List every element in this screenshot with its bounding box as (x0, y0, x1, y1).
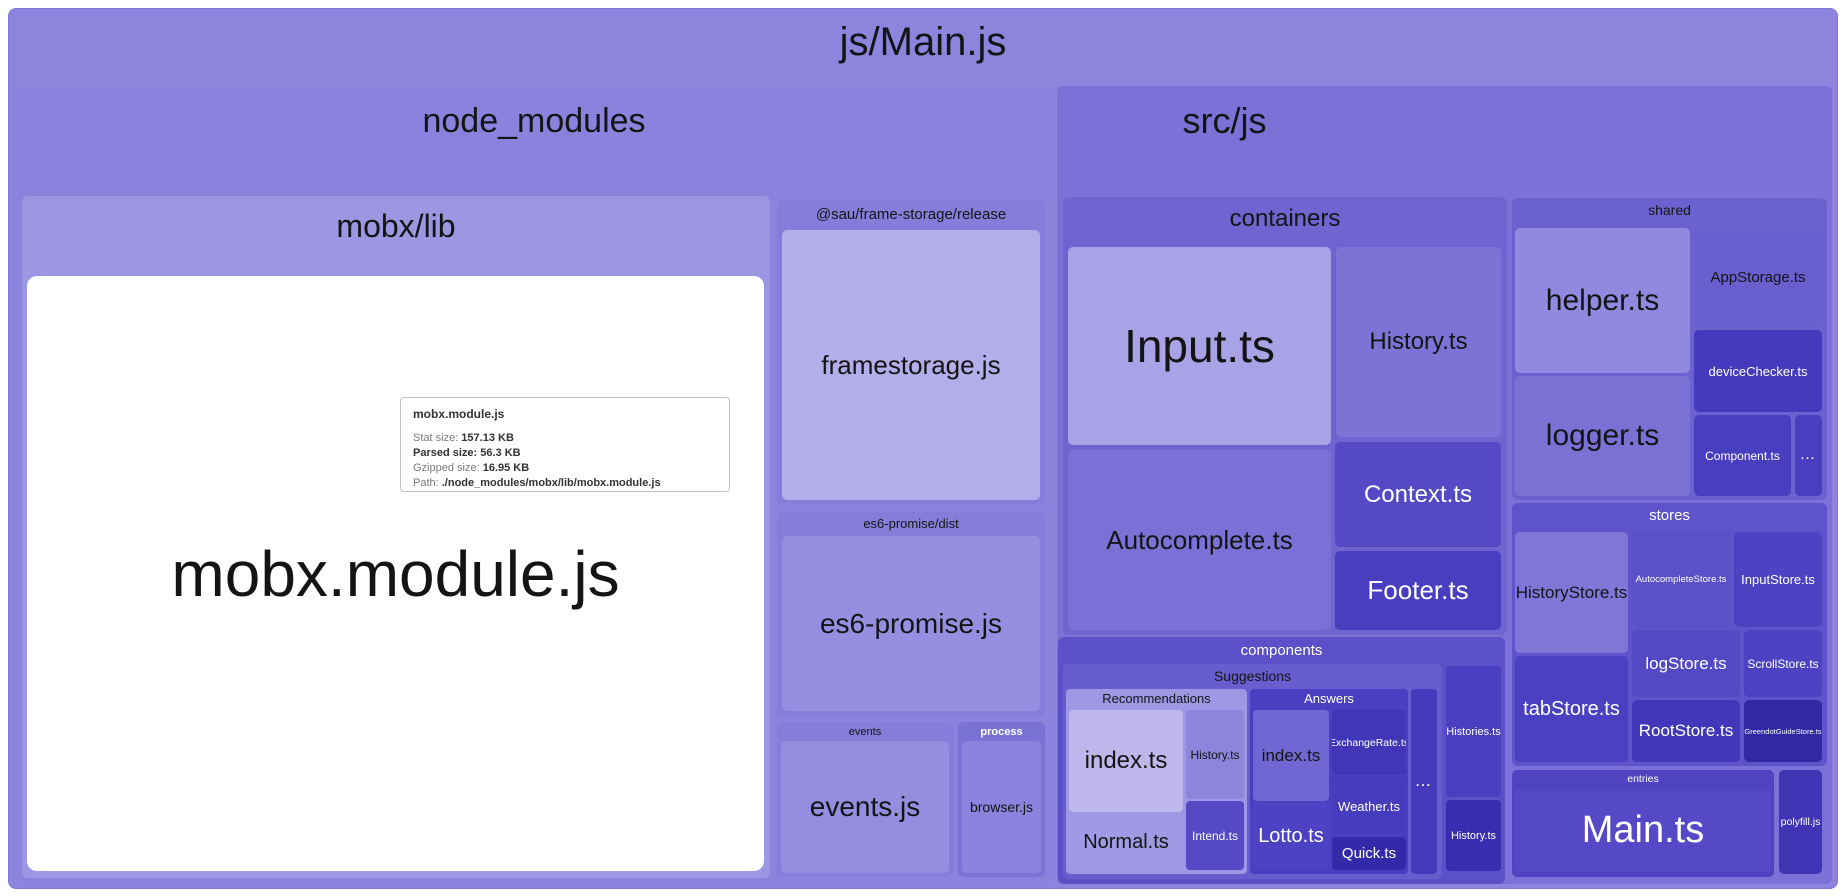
tile-polyfill-js-label: polyfill.js (1780, 816, 1821, 828)
tile-greendotguidestore-ts[interactable]: GreendotGuideStore.ts (1744, 700, 1822, 762)
tile-histories-ts[interactable]: Histories.ts (1446, 666, 1501, 797)
tile-polyfill-js[interactable]: polyfill.js (1779, 770, 1822, 874)
tile-rec-normal-ts-label: Normal.ts (1083, 831, 1169, 853)
tile-appstorage-ts[interactable]: AppStorage.ts (1694, 228, 1822, 327)
tile-rootstore-ts[interactable]: RootStore.ts (1632, 700, 1740, 762)
group-events-label: events (848, 726, 882, 738)
tile-framestorage-js[interactable]: framestorage.js (782, 230, 1040, 500)
tile-devicechecker-ts[interactable]: deviceChecker.ts (1694, 330, 1822, 412)
tile-framestorage-js-label: framestorage.js (821, 349, 1001, 380)
tile-autocomplete-ts-label: Autocomplete.ts (1106, 524, 1293, 555)
tile-logstore-ts[interactable]: logStore.ts (1632, 630, 1740, 697)
tile-history-ts-containers[interactable]: History.ts (1336, 247, 1501, 437)
tile-es6-promise-js-label: es6-promise.js (819, 607, 1003, 639)
tile-lotto-ts-label: Lotto.ts (1258, 825, 1324, 847)
tile-historystore-ts-label: HistoryStore.ts (1515, 582, 1628, 602)
tile-histories-ts-label: Histories.ts (1446, 725, 1501, 738)
tile-scrollstore-ts-label: ScrollStore.ts (1747, 656, 1819, 671)
tooltip-path-row: Path: ./node_modules/mobx/lib/mobx.modul… (413, 476, 661, 489)
tile-mobx-module-js[interactable]: mobx.module.js (27, 276, 764, 871)
tile-history-ts-components-label: History.ts (1450, 829, 1497, 842)
group-containers-label: containers (1229, 205, 1341, 232)
group-root-label: js/Main.js (839, 20, 1007, 64)
tile-logstore-ts-label: logStore.ts (1645, 653, 1727, 673)
tile-rec-intend-ts[interactable]: Intend.ts (1186, 801, 1244, 870)
group-es6-label: es6-promise/dist (863, 517, 959, 531)
tile-es6-promise-js[interactable]: es6-promise.js (782, 536, 1040, 711)
tile-context-ts[interactable]: Context.ts (1335, 442, 1501, 547)
tooltip-title: mobx.module.js (413, 407, 505, 421)
tile-helper-ts[interactable]: helper.ts (1515, 228, 1690, 373)
tile-tabstore-ts-label: tabStore.ts (1523, 697, 1620, 720)
tile-suggestions-more[interactable]: ... (1411, 689, 1437, 874)
tile-history-ts-components[interactable]: History.ts (1446, 800, 1501, 871)
tile-rec-index-ts[interactable]: index.ts (1069, 710, 1183, 812)
tile-footer-ts[interactable]: Footer.ts (1335, 551, 1501, 630)
tile-ans-index-ts-label: index.ts (1261, 745, 1321, 765)
tile-exchangerate-ts[interactable]: ExchangeRate.ts (1332, 710, 1406, 775)
tile-inputstore-ts[interactable]: InputStore.ts (1734, 532, 1822, 627)
tile-input-ts-label: Input.ts (1124, 320, 1275, 372)
tile-browser-js[interactable]: browser.js (962, 741, 1041, 873)
tile-browser-js-label: browser.js (969, 799, 1034, 815)
tile-ans-index-ts[interactable]: index.ts (1253, 710, 1329, 801)
tile-component-ts-label: Component.ts (1705, 448, 1780, 463)
group-node-modules-label: node_modules (422, 102, 646, 140)
group-entries-label: entries (1627, 773, 1659, 785)
tile-rootstore-ts-label: RootStore.ts (1638, 721, 1734, 740)
tile-events-js-label: events.js (809, 791, 921, 822)
tile-autocompletestore-ts[interactable]: AutocompleteStore.ts (1632, 532, 1730, 627)
tile-rec-index-ts-label: index.ts (1084, 747, 1168, 774)
group-shared-label: shared (1648, 202, 1691, 218)
group-answers-label: Answers (1304, 692, 1354, 706)
tile-component-ts[interactable]: Component.ts (1694, 415, 1791, 496)
group-stores-label: stores (1649, 507, 1690, 524)
tile-historystore-ts[interactable]: HistoryStore.ts (1515, 532, 1628, 653)
tile-devicechecker-ts-label: deviceChecker.ts (1708, 363, 1808, 379)
group-mobx-lib-label: mobx/lib (336, 208, 456, 244)
tile-suggestions-more-label: ... (1415, 774, 1432, 789)
tile-main-ts[interactable]: Main.ts (1515, 789, 1771, 872)
tile-lotto-ts[interactable]: Lotto.ts (1253, 803, 1329, 870)
tile-logger-ts[interactable]: logger.ts (1515, 376, 1690, 496)
tile-tabstore-ts[interactable]: tabStore.ts (1515, 656, 1628, 762)
tile-exchangerate-ts-label: ExchangeRate.ts (1332, 736, 1406, 749)
tooltip-stat-size-row: Stat size: 157.13 KB (413, 432, 514, 445)
tile-autocompletestore-ts-label: AutocompleteStore.ts (1635, 574, 1727, 585)
group-process-label: process (980, 726, 1023, 738)
tile-mobx-module-js-label: mobx.module.js (171, 537, 620, 610)
tooltip-gzipped-size-row: Gzipped size: 16.95 KB (413, 461, 530, 474)
group-src-js-label: src/js (1182, 100, 1267, 141)
group-components-label: components (1240, 642, 1323, 659)
group-recommendations-label: Recommendations (1102, 692, 1211, 706)
tile-quick-ts[interactable]: Quick.ts (1332, 837, 1406, 870)
tile-weather-ts-label: Weather.ts (1338, 798, 1400, 814)
tooltip-parsed-size-row: Parsed size: 56.3 KB (413, 447, 521, 460)
tile-scrollstore-ts[interactable]: ScrollStore.ts (1744, 630, 1822, 697)
tile-rec-history-ts-label: History.ts (1190, 747, 1240, 762)
tooltip: mobx.module.js Stat size: 157.13 KB Pars… (400, 397, 730, 492)
tile-appstorage-ts-label: AppStorage.ts (1710, 269, 1806, 286)
tile-context-ts-label: Context.ts (1363, 480, 1473, 508)
tile-autocomplete-ts[interactable]: Autocomplete.ts (1068, 450, 1331, 630)
tile-greendotguidestore-ts-label: GreendotGuideStore.ts (1744, 726, 1822, 736)
tile-inputstore-ts-label: InputStore.ts (1741, 572, 1815, 587)
tile-shared-more-label: ... (1800, 449, 1817, 462)
tile-weather-ts[interactable]: Weather.ts (1332, 777, 1406, 835)
tile-logger-ts-label: logger.ts (1545, 419, 1660, 452)
tile-helper-ts-label: helper.ts (1545, 283, 1660, 317)
tile-rec-history-ts[interactable]: History.ts (1186, 710, 1244, 799)
tile-quick-ts-label: Quick.ts (1341, 845, 1397, 862)
tile-footer-ts-label: Footer.ts (1367, 575, 1469, 605)
tile-shared-more[interactable]: ... (1795, 415, 1822, 496)
group-sau-label: @sau/frame-storage/release (815, 206, 1007, 223)
tile-history-ts-containers-label: History.ts (1369, 328, 1468, 355)
tile-events-js[interactable]: events.js (781, 741, 949, 873)
tile-rec-normal-ts[interactable]: Normal.ts (1069, 815, 1183, 870)
group-suggestions-label: Suggestions (1213, 668, 1292, 684)
tile-input-ts[interactable]: Input.ts (1068, 247, 1331, 445)
tile-rec-intend-ts-label: Intend.ts (1191, 828, 1239, 843)
tile-main-ts-label: Main.ts (1581, 809, 1705, 851)
